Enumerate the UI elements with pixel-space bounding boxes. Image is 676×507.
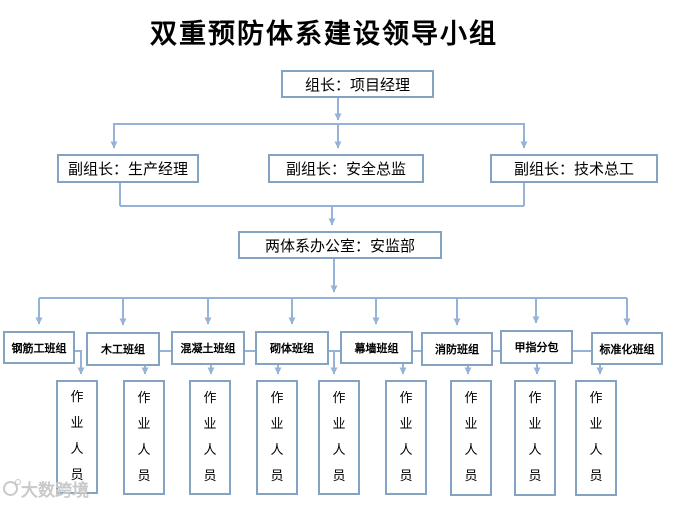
watermark-logo-icon (3, 479, 21, 496)
node-team-fire: 消防班组 (421, 332, 493, 366)
node-workers-2: 作业人员 (123, 380, 165, 495)
workers-label: 作业人员 (589, 391, 603, 484)
workers-label: 作业人员 (528, 391, 542, 484)
node-workers-9: 作业人员 (575, 380, 617, 496)
node-workers-6: 作业人员 (385, 380, 427, 495)
page-title: 双重预防体系建设领导小组 (150, 19, 498, 50)
node-workers-8: 作业人员 (514, 380, 556, 496)
node-office: 两体系办公室：安监部 (238, 231, 442, 259)
node-workers-4: 作业人员 (256, 380, 298, 495)
workers-label: 作业人员 (203, 390, 217, 484)
node-team-concrete: 混凝土班组 (171, 331, 245, 365)
node-team-subcontract: 甲指分包 (500, 330, 573, 364)
node-team-standardization: 标准化班组 (591, 332, 663, 365)
node-workers-7: 作业人员 (450, 380, 492, 496)
node-workers-1: 作业人员 (56, 380, 98, 494)
node-team-rebar: 钢筋工班组 (3, 331, 75, 364)
node-team-curtain-wall: 幕墙班组 (340, 331, 413, 364)
node-deputy-technical: 副组长：技术总工 (490, 154, 658, 183)
workers-label: 作业人员 (270, 390, 284, 484)
watermark-text: 大数跨境 (21, 481, 89, 501)
workers-label: 作业人员 (464, 391, 478, 484)
watermark: 大数跨境 (3, 476, 89, 501)
node-deputy-safety: 副组长：安全总监 (268, 154, 424, 183)
workers-label: 作业人员 (137, 390, 151, 484)
workers-label: 作业人员 (70, 390, 84, 483)
node-workers-5: 作业人员 (318, 380, 360, 495)
node-team-masonry: 砌体班组 (255, 331, 329, 365)
node-deputy-production: 副组长：生产经理 (57, 154, 199, 183)
workers-label: 作业人员 (399, 390, 413, 484)
node-workers-3: 作业人员 (189, 380, 231, 495)
node-team-carpentry: 木工班组 (86, 332, 160, 366)
node-leader: 组长：项目经理 (281, 70, 434, 98)
workers-label: 作业人员 (332, 390, 346, 484)
